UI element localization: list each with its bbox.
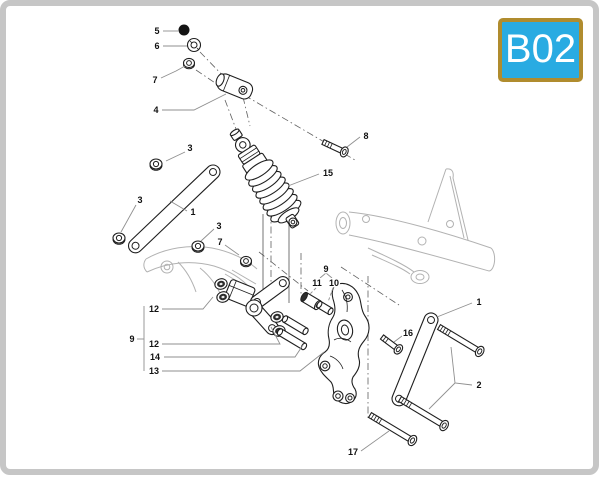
part-label-8[interactable]: 8	[362, 130, 370, 143]
part-label-6[interactable]: 6	[153, 40, 161, 53]
part-label-7a[interactable]: 7	[151, 74, 159, 87]
part-label-9b[interactable]: 9	[322, 263, 330, 276]
bolt-part8	[321, 138, 349, 158]
part-label-1b[interactable]: 1	[475, 296, 483, 309]
part-label-11[interactable]: 11	[311, 277, 324, 290]
part-label-1a[interactable]: 1	[189, 206, 197, 219]
part-label-9a[interactable]: 9	[128, 333, 136, 346]
bolt-part2-upper	[436, 323, 485, 358]
nut-part7-bottom	[239, 255, 253, 268]
part-label-15[interactable]: 15	[321, 167, 334, 180]
nut-part3-b	[112, 232, 126, 245]
part-label-7b[interactable]: 7	[216, 236, 224, 249]
part-label-3a[interactable]: 3	[186, 142, 194, 155]
part-label-5[interactable]: 5	[153, 25, 161, 38]
part-label-3c[interactable]: 3	[215, 220, 223, 233]
rubber-cap-part5	[178, 24, 190, 36]
shock-absorber-part15	[229, 128, 302, 229]
bolt-part16	[379, 334, 404, 355]
tie-rod-arm-left-part1	[127, 164, 221, 254]
nut-part3-a	[149, 158, 163, 171]
shock-mount-knuckle	[317, 282, 370, 405]
part-label-16[interactable]: 16	[401, 327, 414, 340]
spacer-pin-part14	[281, 315, 309, 336]
part-label-4[interactable]: 4	[152, 104, 160, 117]
bolt-part2-lower	[397, 395, 450, 432]
spacer-part10	[316, 300, 334, 316]
part-label-2[interactable]: 2	[475, 379, 483, 392]
nut-part7-top	[182, 57, 196, 70]
nut-part3-c	[191, 240, 205, 253]
page-code-badge: B02	[498, 18, 583, 82]
part-label-12b[interactable]: 12	[147, 338, 160, 351]
tie-rod-arm-right-part1	[391, 312, 439, 407]
part-label-12a[interactable]: 12	[147, 303, 160, 316]
washer-part6	[186, 37, 202, 53]
alignment-axes	[195, 51, 400, 420]
bolt-part17	[367, 411, 418, 447]
part-label-17[interactable]: 17	[346, 446, 359, 459]
pivot-pin-part13	[276, 328, 308, 351]
linkage-rocker-assembly	[224, 276, 290, 336]
part-label-14[interactable]: 14	[148, 351, 161, 364]
part-label-10[interactable]: 10	[327, 277, 340, 290]
part-label-13[interactable]: 13	[147, 365, 160, 378]
part-label-3b[interactable]: 3	[136, 194, 144, 207]
clevis-mount-part4	[215, 73, 254, 100]
swingarm-reference-drawing	[335, 168, 496, 284]
